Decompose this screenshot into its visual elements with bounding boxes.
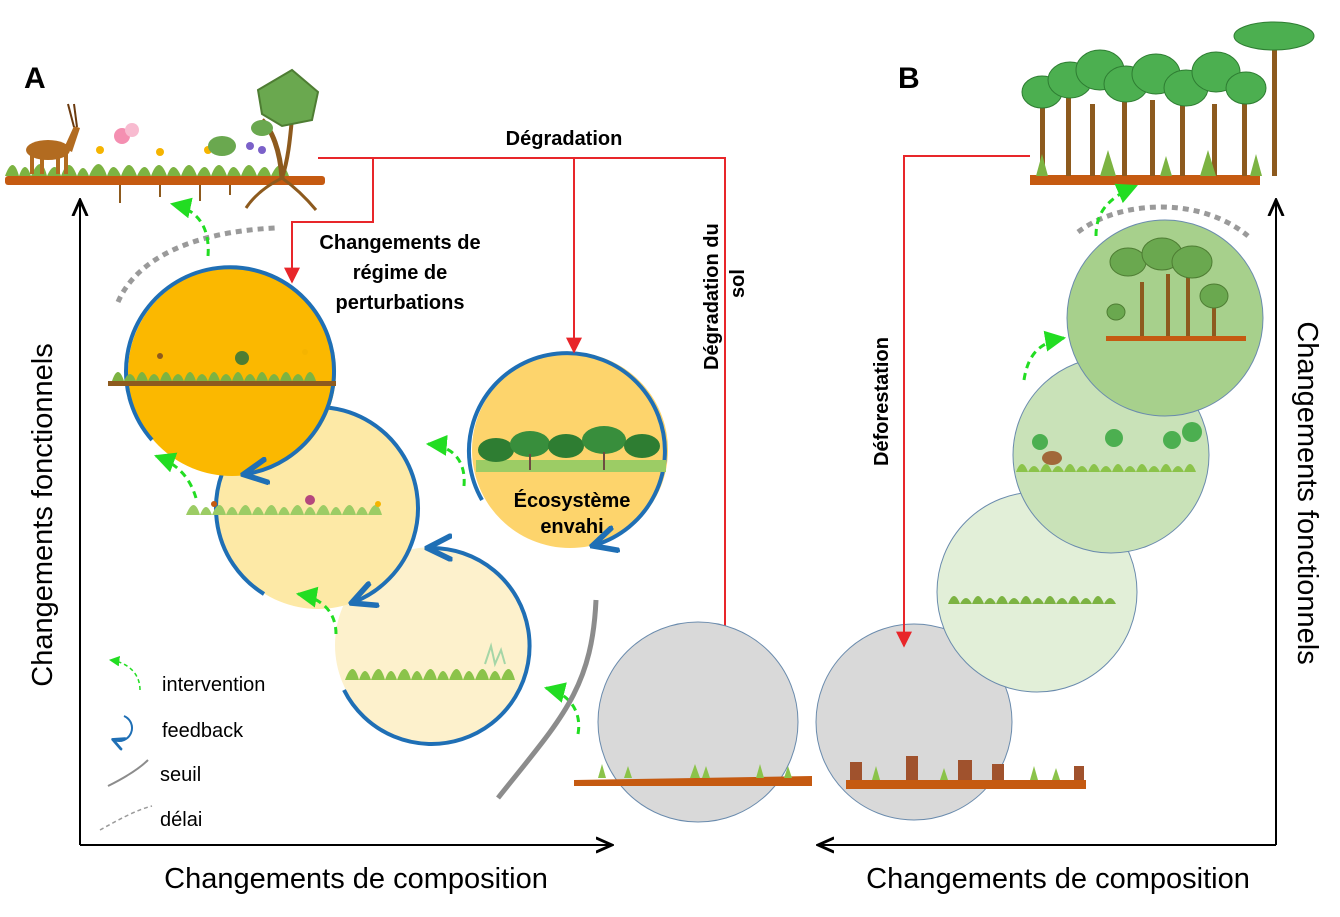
degraded-soil-strip-b [846, 780, 1086, 789]
threshold-line-a [496, 599, 599, 800]
savanna-tree-icon [208, 68, 320, 211]
legend-delay-label: délai [160, 809, 202, 831]
deforestation-arrow [896, 155, 1030, 648]
savanna-state-degraded-3 [335, 547, 531, 743]
invaded-vegetation [476, 426, 666, 472]
invaded-ecosystem-label-line1: Écosystème [514, 489, 631, 512]
legend-intervention-label: intervention [162, 674, 265, 696]
feedback-arrow-1 [124, 265, 336, 474]
legend-feedback-symbol [114, 715, 133, 741]
antelope-icon [26, 103, 80, 174]
legend-threshold-symbol [107, 759, 149, 787]
panel-b-y-axis-label: Changements fonctionnels [1291, 321, 1323, 664]
feedback-arrow-3 [342, 548, 532, 746]
forest-regrowth-vegetation-2 [1016, 422, 1202, 472]
intervention-arrows-b [1022, 183, 1138, 381]
reference-savanna-illustration [5, 68, 325, 211]
panel-a: A Changements fonctionnels Changements d… [5, 62, 749, 895]
delay-curve-top-b [1076, 204, 1250, 238]
panel-b-letter: B [898, 62, 920, 95]
degraded-soil-state-a [597, 621, 799, 823]
panel-b-axes: Changements fonctionnels Changements de … [818, 200, 1323, 895]
savanna-state-altered [128, 268, 336, 476]
intervention-arrows-a [154, 197, 581, 735]
deforestation-label: Déforestation [871, 337, 893, 466]
legend-threshold-label: seuil [160, 764, 201, 786]
panel-a-letter: A [24, 62, 46, 95]
degraded-states [574, 621, 1086, 823]
disturbance-regime-label-line2: régime de [353, 262, 447, 284]
degradation-arrows-a [284, 157, 733, 650]
panel-a-y-axis-label: Changements fonctionnels [27, 343, 59, 686]
forest-regrowth-vegetation-3 [1106, 237, 1246, 341]
reference-forest-illustration [1021, 21, 1315, 185]
legend: intervention feedback seuil délai [99, 655, 265, 831]
panel-a-axes: Changements fonctionnels Changements de … [27, 200, 612, 895]
disturbance-regime-label-line3: perturbations [336, 292, 465, 314]
panel-b-x-axis-label: Changements de composition [866, 863, 1250, 895]
soil-degradation-label-line1: Dégradation du [701, 223, 723, 370]
degraded-soil-strip-a [574, 776, 812, 786]
degradation-label: Dégradation [506, 128, 623, 150]
legend-intervention-symbol [108, 655, 141, 691]
panel-a-x-axis-label: Changements de composition [164, 863, 548, 895]
feedback-arrow-invaded [466, 351, 667, 545]
delay-curve-top-a [115, 225, 276, 303]
invaded-ecosystem-label-line2: envahi [540, 516, 603, 538]
degraded-savanna-vegetation-2 [186, 495, 382, 515]
soil-degradation-label-line2: sol [727, 269, 749, 298]
legend-delay-symbol [99, 805, 153, 831]
panel-b: B Changements fonctionnels Changements d… [818, 21, 1323, 895]
disturbance-regime-label-line1: Changements de [319, 232, 480, 254]
forest-regrowth-vegetation-1 [948, 596, 1116, 604]
tree-stumps [850, 756, 1084, 780]
legend-feedback-label: feedback [162, 720, 244, 742]
degraded-savanna-vegetation-3 [345, 642, 515, 680]
altered-savanna-vegetation [108, 349, 336, 386]
